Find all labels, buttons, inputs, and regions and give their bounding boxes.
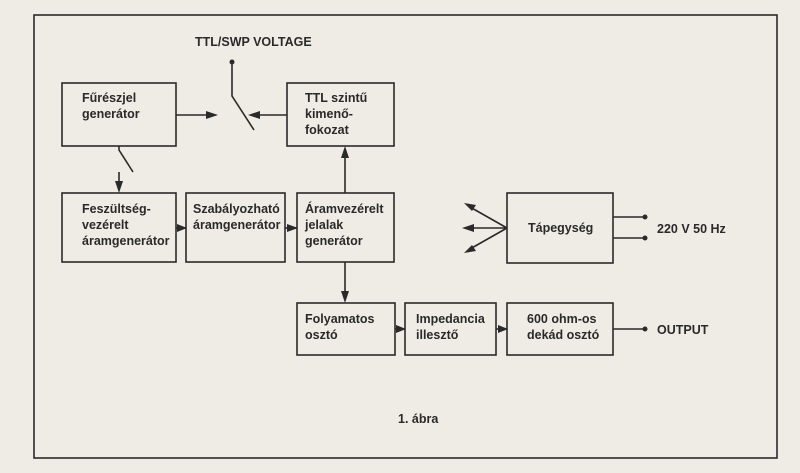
arrow-waveform-to-ttl [341,146,349,193]
sweep-switch-icon [115,146,134,193]
block-voltage-controlled-current-generator: Feszültség- vezérelt áramgenerátor [61,192,177,263]
output-label: OUTPUT [657,323,709,337]
output-terminal-icon [613,326,648,332]
mains-label: 220 V 50 Hz [657,222,726,236]
arrow-ttl-to-switch [248,111,287,119]
power-distribution-arrows [462,203,508,253]
mains-terminals-icon [613,214,648,241]
arrow-waveform-to-divider [341,262,349,303]
svg-text:Folyamatos: Folyamatos [305,312,375,326]
svg-text:Szabályozható: Szabályozható [193,202,280,216]
block-adjustable-current-generator: Szabályozható áramgenerátor [185,192,286,263]
block-ttl-output-stage: TTL szintű kimenő- fokozat [286,82,395,147]
svg-text:generátor: generátor [82,107,140,121]
svg-text:600 ohm-os: 600 ohm-os [527,312,597,326]
ttl-swp-switch-icon [229,59,255,131]
svg-text:osztó: osztó [305,328,338,342]
block-decade-divider: 600 ohm-os dekád osztó [506,302,614,356]
arrow-sawtooth-to-switch [176,111,218,119]
svg-text:Áramvezérelt: Áramvezérelt [305,201,384,216]
block-continuous-divider: Folyamatos osztó [296,302,396,356]
svg-text:Feszültség-: Feszültség- [82,202,151,216]
arrow-divider-to-impedance [395,325,406,333]
svg-text:TTL szintű: TTL szintű [305,91,367,105]
block-waveform-generator: Áramvezérelt jelalak generátor [296,192,395,263]
svg-text:illesztő: illesztő [416,328,459,342]
svg-text:Fűrészjel: Fűrészjel [82,91,136,105]
svg-text:áramgenerátor: áramgenerátor [82,234,170,248]
block-power-supply: Tápegység [506,192,614,264]
figure-caption: 1. ábra [398,412,439,426]
svg-text:áramgenerátor: áramgenerátor [193,218,281,232]
svg-text:Tápegység: Tápegység [528,221,593,235]
svg-text:vezérelt: vezérelt [82,218,129,232]
block-sawtooth-generator: Fűrészjel generátor [61,82,177,147]
svg-text:fokozat: fokozat [305,123,350,137]
svg-text:kimenő-: kimenő- [305,107,353,121]
svg-text:dekád osztó: dekád osztó [527,328,600,342]
svg-text:generátor: generátor [305,234,363,248]
block-impedance-matcher: Impedancia illesztő [404,302,497,356]
svg-text:Impedancia: Impedancia [416,312,486,326]
frame [33,14,778,459]
arrow-adjustable-to-waveform [285,224,298,232]
ttl-swp-voltage-label: TTL/SWP VOLTAGE [195,35,312,49]
arrow-impedance-to-decade [496,325,508,333]
arrow-vcc-to-adjustable [176,224,187,232]
svg-text:jelalak: jelalak [304,218,343,232]
